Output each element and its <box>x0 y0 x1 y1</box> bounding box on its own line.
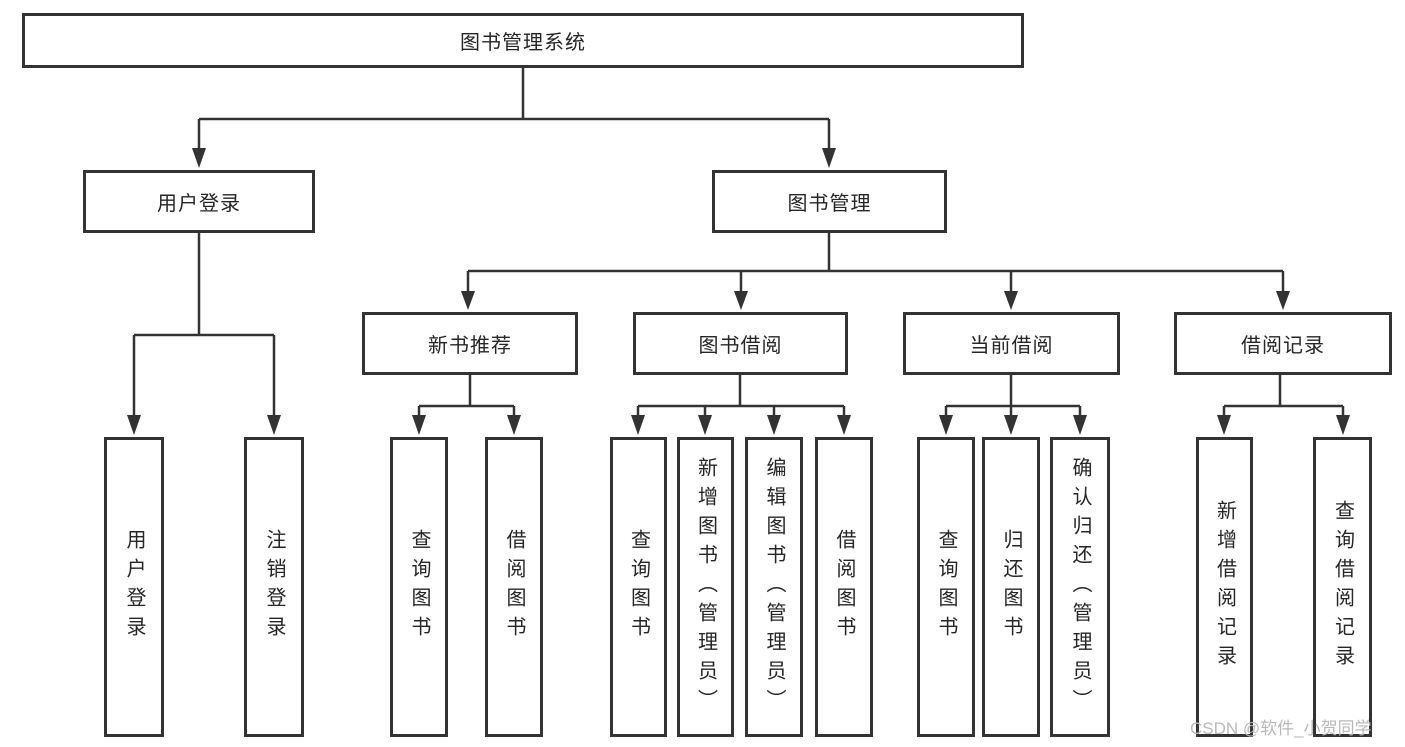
node-root-label: 图书管理系统 <box>460 32 586 54</box>
leaf-return-books-label: 归还图书 <box>1000 529 1022 645</box>
leaf-query-books-borrowing-label: 查询图书 <box>627 529 650 645</box>
leaf-query-books-recommend-label: 查询图书 <box>408 529 430 645</box>
leaf-user-login: 用户登录 <box>104 437 164 737</box>
leaf-confirm-return-admin: 确认归还（管理员） <box>1050 437 1110 737</box>
node-user-login-label: 用户登录 <box>157 193 241 215</box>
leaf-query-borrow-record: 查询借阅记录 <box>1313 437 1372 737</box>
leaf-logout-label: 注销登录 <box>263 529 285 645</box>
leaf-query-borrow-record-label: 查询借阅记录 <box>1331 500 1354 674</box>
leaf-edit-book-admin-label: 编辑图书（管理员） <box>763 456 785 718</box>
leaf-query-books-recommend: 查询图书 <box>390 437 448 737</box>
node-root: 图书管理系统 <box>22 13 1024 68</box>
leaf-query-books-borrowing: 查询图书 <box>610 437 667 737</box>
leaf-add-book-admin-label: 新增图书（管理员） <box>694 456 717 718</box>
node-current-borrowing: 当前借阅 <box>903 312 1120 375</box>
leaf-borrow-books-recommend: 借阅图书 <box>485 437 543 737</box>
leaf-user-login-label: 用户登录 <box>123 529 145 645</box>
leaf-add-book-admin: 新增图书（管理员） <box>677 437 734 737</box>
leaf-logout: 注销登录 <box>244 437 304 737</box>
node-book-management-label: 图书管理 <box>787 193 872 215</box>
leaf-add-borrow-record-label: 新增借阅记录 <box>1213 500 1236 674</box>
node-borrowing-records-label: 借阅记录 <box>1241 335 1325 357</box>
node-book-borrowing-label: 图书借阅 <box>698 335 783 357</box>
arrowheads <box>127 148 1350 435</box>
node-user-login: 用户登录 <box>83 170 315 233</box>
leaf-query-books-current: 查询图书 <box>917 437 975 737</box>
node-new-book-recommendation: 新书推荐 <box>362 312 578 375</box>
leaf-borrow-books-borrowing-label: 借阅图书 <box>833 529 855 645</box>
node-book-management: 图书管理 <box>712 170 947 233</box>
leaf-borrow-books-recommend-label: 借阅图书 <box>503 529 525 645</box>
node-new-book-recommendation-label: 新书推荐 <box>428 335 512 357</box>
leaf-query-books-current-label: 查询图书 <box>935 529 957 645</box>
leaf-borrow-books-borrowing: 借阅图书 <box>815 437 873 737</box>
node-current-borrowing-label: 当前借阅 <box>969 335 1054 357</box>
node-book-borrowing: 图书借阅 <box>633 312 848 375</box>
node-borrowing-records: 借阅记录 <box>1174 312 1392 375</box>
leaf-confirm-return-admin-label: 确认归还（管理员） <box>1069 456 1091 718</box>
leaf-add-borrow-record: 新增借阅记录 <box>1196 437 1253 737</box>
csdn-watermark: CSDN @软件_小贺同学 <box>1190 719 1372 738</box>
leaf-edit-book-admin: 编辑图书（管理员） <box>745 437 803 737</box>
leaf-return-books: 归还图书 <box>982 437 1040 737</box>
